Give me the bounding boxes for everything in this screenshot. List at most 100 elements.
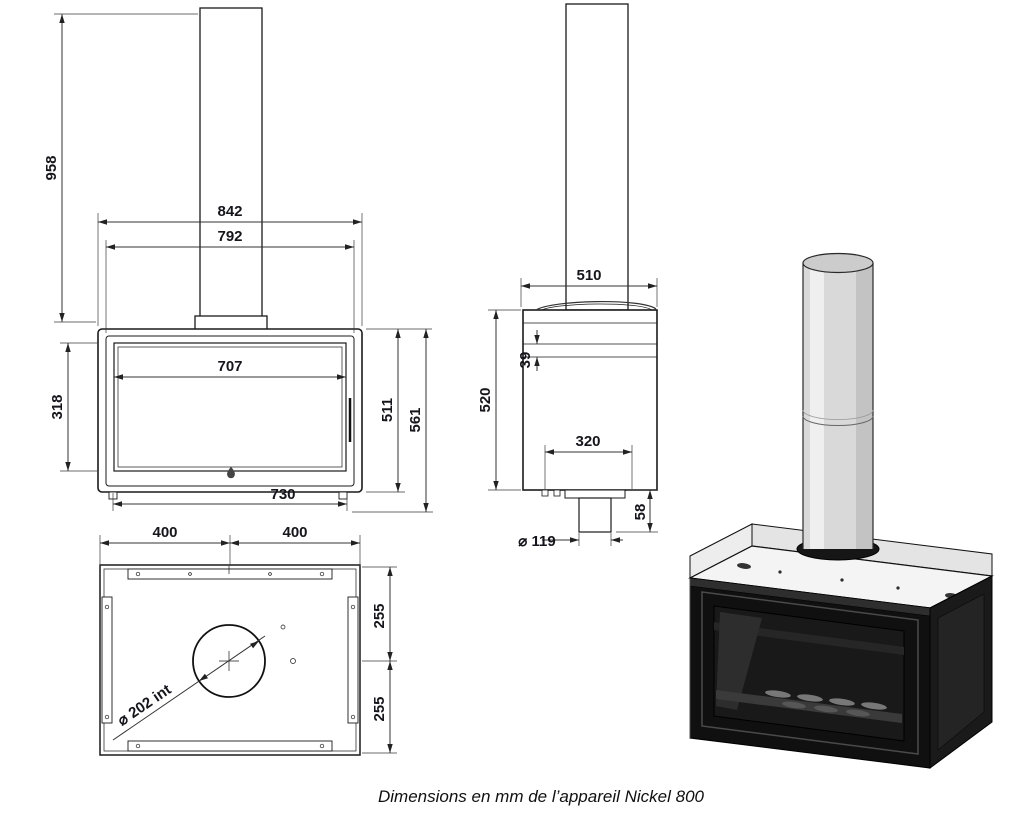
dimension-arrow xyxy=(387,567,393,576)
grate-slat xyxy=(814,705,838,713)
bolt xyxy=(553,489,561,497)
screw xyxy=(778,570,782,574)
dimension-arrow xyxy=(114,374,123,380)
dimension-label: 58 xyxy=(632,504,649,521)
dimension-label: 958 xyxy=(43,155,60,180)
iso-view xyxy=(688,252,994,769)
dimension-arrow xyxy=(545,449,554,455)
dimension-label: 510 xyxy=(576,267,601,284)
dimension-arrow xyxy=(59,14,65,23)
dimension-label: 842 xyxy=(217,203,242,220)
mounting-bracket-top xyxy=(127,568,333,580)
pilot-hole xyxy=(280,624,286,630)
grate-slat xyxy=(846,709,870,717)
flue-collar xyxy=(194,315,268,331)
dimension-label: 400 xyxy=(152,524,177,541)
dimension-arrow xyxy=(423,329,429,338)
dimension-arrow xyxy=(338,501,347,507)
bracket-hole xyxy=(104,604,110,610)
dimension-arrow xyxy=(106,244,115,250)
dimension-label: 511 xyxy=(379,398,396,422)
side-panel xyxy=(937,593,985,751)
dimension-line xyxy=(112,635,266,741)
pipe-joint xyxy=(802,415,874,426)
mounting-bracket-bottom xyxy=(127,740,333,752)
screw xyxy=(896,586,900,590)
dimension-arrow xyxy=(387,652,393,661)
dimension-label: 318 xyxy=(49,394,66,419)
glass-streak xyxy=(714,622,904,655)
dimension-label: 561 xyxy=(407,407,424,432)
dimension-label: 255 xyxy=(371,603,388,628)
dimension-arrow xyxy=(647,523,653,532)
grate-slat xyxy=(765,690,791,698)
flue-stub xyxy=(578,497,612,533)
dimension-label: 707 xyxy=(217,358,242,375)
flue-pipe-outline xyxy=(565,3,629,311)
dimension-arrow xyxy=(387,661,393,670)
dimension-arrow xyxy=(230,540,239,546)
front-view: 958 842 792 707 318 511 561 730 xyxy=(43,7,433,513)
dimension-arrow xyxy=(199,673,208,681)
pipe-shade xyxy=(856,263,873,549)
dimension-label: ⌀ 119 xyxy=(518,533,555,550)
dimension-arrow xyxy=(395,483,401,492)
grate-slat xyxy=(829,698,855,706)
dimension-arrow xyxy=(65,343,71,352)
top-rail xyxy=(535,301,657,311)
dimension-arrow xyxy=(59,313,65,322)
glass-3d xyxy=(713,605,905,742)
dimension-arrow xyxy=(623,449,632,455)
bracket-hole xyxy=(350,714,356,720)
mounting-bracket-left xyxy=(101,596,113,724)
glass-inner-line xyxy=(117,346,343,468)
dimension-arrow xyxy=(353,219,362,225)
bracket-hole xyxy=(135,743,141,749)
dimension-arrow xyxy=(493,481,499,490)
caption: Dimensions en mm de l’appareil Nickel 80… xyxy=(378,787,704,806)
dimension-arrow xyxy=(395,329,401,338)
dimension-arrow xyxy=(611,537,620,543)
dimension-arrow xyxy=(534,357,540,366)
pipe-joint xyxy=(802,409,874,420)
dimension-arrow xyxy=(648,283,657,289)
screw xyxy=(840,578,844,582)
dimension-arrow xyxy=(387,744,393,753)
bracket-hole xyxy=(268,572,272,576)
dimension-arrow xyxy=(337,374,346,380)
dimension-arrow xyxy=(493,310,499,319)
glass-reflection xyxy=(716,612,762,710)
dimension-label: 520 xyxy=(477,387,494,412)
bracket-hole xyxy=(135,571,141,577)
dimension-arrow xyxy=(65,462,71,471)
flue-pipe-outline xyxy=(199,7,263,319)
flue-pipe-3d xyxy=(802,252,874,549)
dimension-arrow xyxy=(570,537,579,543)
mounting-bracket-right xyxy=(347,596,359,724)
dimension-label: 400 xyxy=(282,524,307,541)
body-outline xyxy=(522,309,658,491)
bracket-hole xyxy=(188,572,192,576)
dimension-arrow xyxy=(98,219,107,225)
dimension-arrow xyxy=(100,540,109,546)
flue-flange xyxy=(564,489,626,499)
dimension-arrow xyxy=(250,641,259,649)
dimension-label: 39 xyxy=(517,352,534,369)
pipe-top xyxy=(802,252,874,274)
dimension-arrow xyxy=(534,335,540,344)
top-rail-inner xyxy=(541,303,653,311)
dimension-arrow xyxy=(351,540,360,546)
bracket-hole xyxy=(104,714,110,720)
bolt xyxy=(541,489,549,497)
dimension-label: 730 xyxy=(270,486,295,503)
bracket-hole xyxy=(350,604,356,610)
grate-slat xyxy=(797,694,823,702)
dimension-arrow xyxy=(647,490,653,499)
brand-logo xyxy=(227,466,235,479)
door-frame-3d xyxy=(701,591,919,755)
dimension-arrow xyxy=(221,540,230,546)
dimension-label: 792 xyxy=(217,228,242,245)
dimension-arrow xyxy=(423,503,429,512)
